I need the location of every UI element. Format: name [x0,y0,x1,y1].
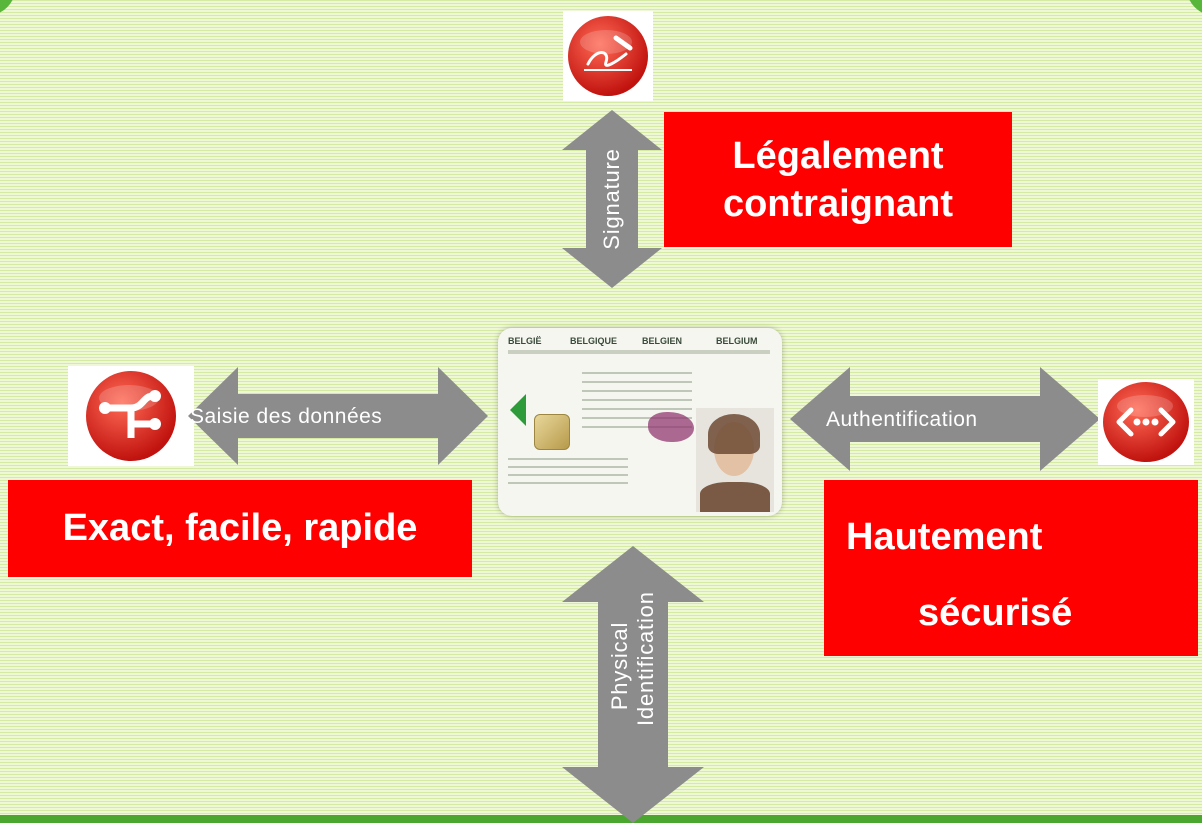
id-card-image: BELGIË BELGIQUE BELGIEN BELGIUM [498,328,782,516]
physical-identification-arrow-label: Physical Identification [607,591,659,726]
card-photo-shoulders [700,482,770,512]
bottom-band [0,815,1202,823]
highly-secure-line1: Hautement [846,516,1043,558]
card-map [648,412,694,442]
data-entry-icon-tile [68,366,194,466]
card-text-lines [508,350,770,354]
card-header-2: BELGIQUE [570,336,618,346]
card-header-1: BELGIË [508,336,542,346]
card-header-4: BELGIUM [716,336,758,346]
legal-binding-line1: Légalement [732,134,944,177]
card-photo [696,408,774,512]
signature-arrow [562,110,662,288]
physical-label-line1: Physical [607,621,632,711]
data-entry-icon [86,371,176,461]
authentication-arrow-label: Authentification [826,408,978,431]
legal-binding-line2: contraignant [722,182,954,225]
card-chip [534,414,570,450]
highly-secure-box: Hautement sécurisé [824,480,1198,656]
signature-arrow-label: Signature [599,148,624,250]
card-header-3: BELGIEN [642,336,683,346]
signature-icon [568,16,648,96]
physical-label-line2: Identification [633,591,658,726]
highly-secure-line2: sécurisé [918,592,1073,634]
card-green-arrow [510,394,526,426]
signature-icon-tile [563,11,653,101]
exact-easy-fast-text: Exact, facile, rapide [62,507,418,549]
card-photo-hair [708,414,760,454]
corner-decoration [0,0,16,16]
data-entry-arrow-label: Saisie des données [190,405,383,428]
authentication-arrow [790,367,1100,471]
corner-decoration [1186,0,1202,16]
authentication-icon-tile [1098,379,1194,465]
physical-identification-arrow [562,546,704,823]
exact-easy-fast-box: Exact, facile, rapide [8,480,472,577]
legal-binding-box: Légalement contraignant [664,112,1012,247]
authentication-icon [1103,382,1189,462]
data-entry-arrow [188,367,488,465]
card-text-lines [508,458,628,484]
